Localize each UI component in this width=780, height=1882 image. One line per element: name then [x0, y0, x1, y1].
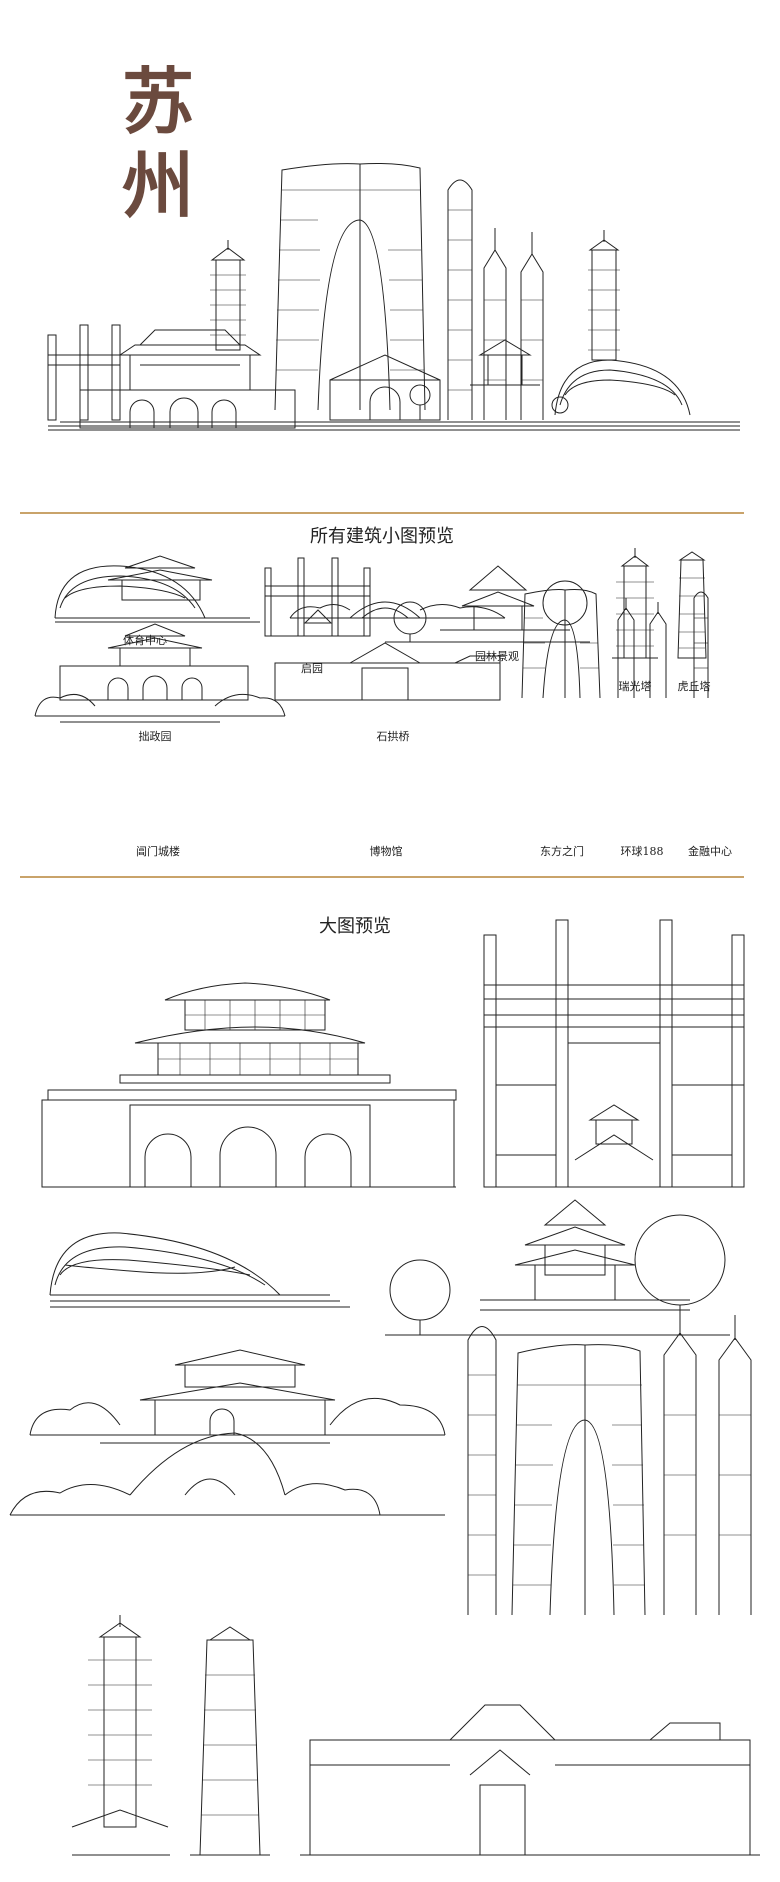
caption-arch-bridge: 石拱桥: [376, 730, 410, 743]
city-title-char-2: 州: [121, 144, 194, 228]
small-ifc188-towers: [617, 598, 667, 698]
large-stadium: [49, 1232, 350, 1308]
caption-qiyuan: 启园: [301, 662, 323, 675]
skyline-gate-east: [274, 163, 426, 411]
caption-changmen: 阊门城楼: [136, 845, 180, 858]
small-changmen: [59, 623, 249, 701]
section-small-title: 所有建筑小图预览: [310, 526, 454, 547]
large-zhuozheng: [29, 1349, 446, 1444]
small-huqiu-pagoda: [677, 551, 707, 659]
city-title: 苏 州: [118, 60, 198, 228]
skyline-finance-tower: [447, 179, 473, 420]
skyline-pagoda-left: [210, 240, 246, 351]
large-finance-tower: [467, 1326, 497, 1615]
small-gate-east: [521, 589, 601, 699]
skyline-museum: [329, 354, 441, 421]
skyline-pavilion: [470, 339, 540, 386]
section-divider-top: [20, 512, 744, 514]
city-title-char-1: 苏: [121, 60, 194, 144]
skyline-qiyuan-gate: [47, 324, 121, 421]
section-large-title: 大图预览: [319, 916, 391, 937]
skyline-stadium: [554, 359, 691, 416]
small-garden: [385, 565, 590, 643]
caption-museum: 博物馆: [369, 845, 403, 858]
caption-ruiguang: 瑞光塔: [618, 680, 652, 693]
caption-gate-east: 东方之门: [540, 845, 584, 858]
skyline-twin-towers: [483, 228, 544, 420]
large-preview-illustrations: [9, 919, 760, 1856]
large-museum: [300, 1704, 760, 1856]
section-divider-bottom: [20, 876, 744, 878]
large-arch-bridge: [9, 1432, 445, 1516]
skyline-trees: [409, 384, 569, 420]
skyline-illustration: [47, 163, 740, 431]
large-changmen: [41, 982, 457, 1188]
caption-zhuozheng: 拙政园: [138, 730, 172, 743]
small-stadium: [54, 565, 260, 623]
large-huqiu-pagoda: [190, 1626, 270, 1856]
caption-garden: 园林景观: [475, 650, 519, 663]
caption-stadium: 体育中心: [123, 634, 167, 647]
small-arch-bridge: [289, 601, 506, 619]
caption-huqiu: 虎丘塔: [677, 680, 711, 693]
caption-finance: 金融中心: [688, 845, 732, 858]
caption-ifc188: 环球188: [620, 845, 664, 858]
large-qiyuan: [483, 919, 745, 1188]
small-ruiguang-pagoda: [612, 548, 658, 659]
large-garden: [385, 1199, 730, 1336]
skyline-pagoda-right: [588, 230, 620, 361]
small-preview-illustrations: [34, 548, 709, 723]
skyline-changmen: [79, 329, 296, 429]
small-museum: [274, 642, 501, 701]
small-qiyuan: [264, 557, 371, 637]
large-gate-east: [511, 1344, 646, 1616]
large-ifc188-towers: [663, 1310, 752, 1615]
small-finance-tower: [693, 591, 709, 698]
large-ruiguang-pagoda: [71, 1615, 170, 1856]
